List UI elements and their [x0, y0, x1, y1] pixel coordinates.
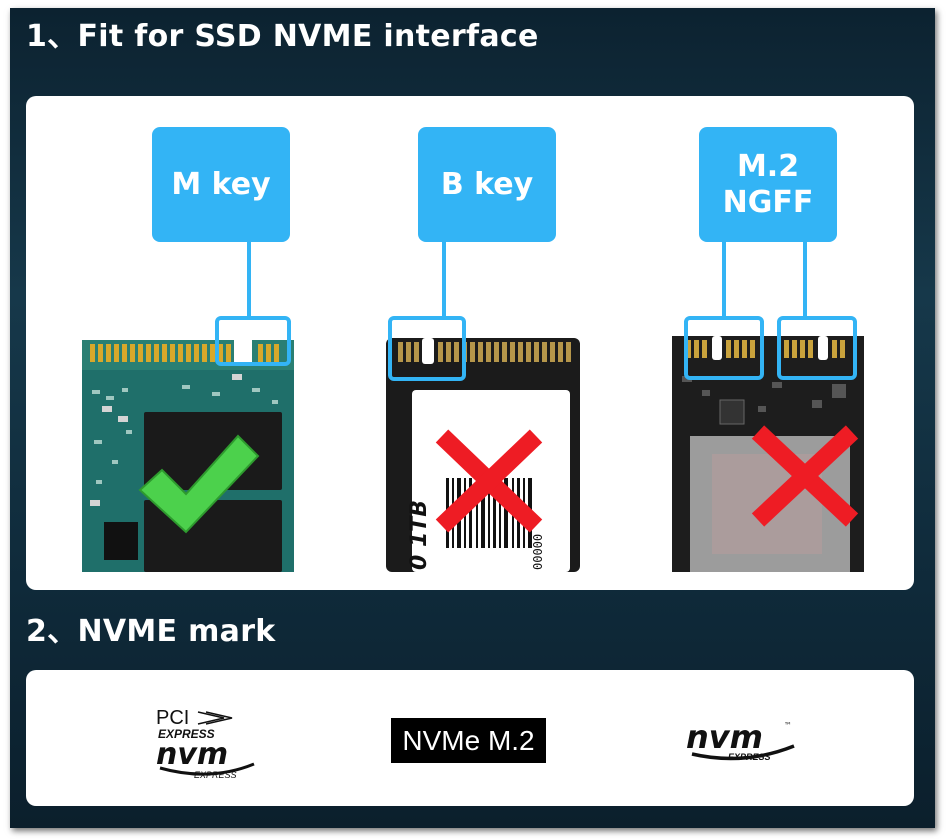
nvm-express-logo: nvm ™ EXPRESS	[684, 716, 800, 768]
trademark-symbol: ™	[784, 721, 792, 730]
express-text: EXPRESS	[158, 727, 215, 741]
b-key-ssd-image: 0 1TB 00000	[386, 338, 580, 572]
express-small-text: EXPRESS	[194, 770, 237, 780]
m-key-ssd-image	[82, 340, 294, 572]
section2-title: 2、NVME mark	[26, 614, 276, 649]
capacity-text: 0 1TB	[407, 500, 432, 570]
ngff-key-label: M.2 NGFF	[699, 127, 837, 242]
pci-express-nvm-logo: PCI EXPRESS nvm EXPRESS	[150, 702, 262, 782]
nvm-text: nvm	[686, 718, 763, 756]
nvm-text: nvm	[156, 737, 228, 772]
barcode-digits: 00000	[531, 534, 545, 570]
pci-text: PCI	[156, 707, 189, 729]
express-text: EXPRESS	[728, 752, 771, 762]
ngff-ssd-image	[672, 336, 864, 572]
b-key-label: B key	[418, 127, 556, 242]
nvme-m2-badge: NVMe M.2	[391, 718, 546, 763]
m-key-label: M key	[152, 127, 290, 242]
section1-title: 1、Fit for SSD NVME interface	[26, 19, 539, 54]
